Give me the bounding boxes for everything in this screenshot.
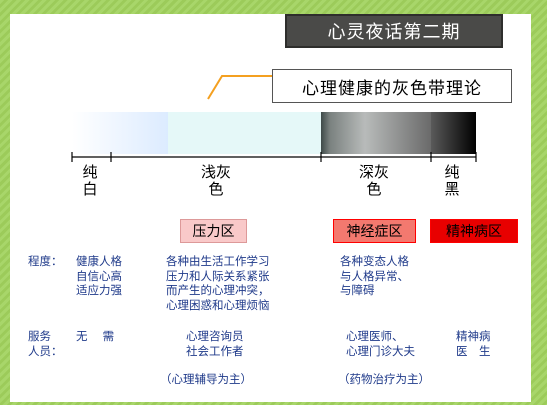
footer-counseling: （心理辅导为主） [160,372,252,386]
badge-neurosis-zone: 神经症区 [333,219,416,243]
label-dark-gray: 深灰色 [358,163,389,198]
service-mental-doctor: 精神病医 生 [456,329,491,358]
label-pure-black: 纯黑 [444,163,460,198]
theory-callout: 心理健康的灰色带理论 [272,69,512,103]
service-counselor: 心理咨询员社会工作者 [186,329,244,358]
label-pure-white: 纯白 [82,163,98,198]
slide: 心灵夜话第二期 心理健康的灰色带理论 纯白 浅灰色 深灰色 纯黑 压力区 神经症… [10,14,531,402]
degree-label: 程度： [28,254,63,268]
spectrum-white [72,112,168,154]
service-label: 服务人员： [28,329,63,358]
spectrum-light-gray [168,112,321,154]
service-psychiatrist: 心理医师、心理门诊大夫 [346,329,415,358]
page-title: 心灵夜话第二期 [285,14,503,48]
degree-abnormal: 各种变态人格与人格异常、与障碍 [340,254,409,297]
badge-stress-zone: 压力区 [180,219,247,243]
label-light-gray: 浅灰色 [200,163,231,198]
degree-healthy: 健康人格自信心高适应力强 [76,254,122,297]
degree-stress: 各种由生活工作学习压力和人际关系紧张而产生的心理冲突，心理困惑和心理烦恼 [166,254,270,312]
spectrum-black [431,112,476,154]
spectrum-dark-gray [321,112,431,154]
spectrum-brackets [71,75,477,162]
service-none: 无 需 [76,329,115,343]
badge-psychosis-zone: 精神病区 [430,219,518,243]
footer-medication: （药物治疗为主） [338,372,430,386]
